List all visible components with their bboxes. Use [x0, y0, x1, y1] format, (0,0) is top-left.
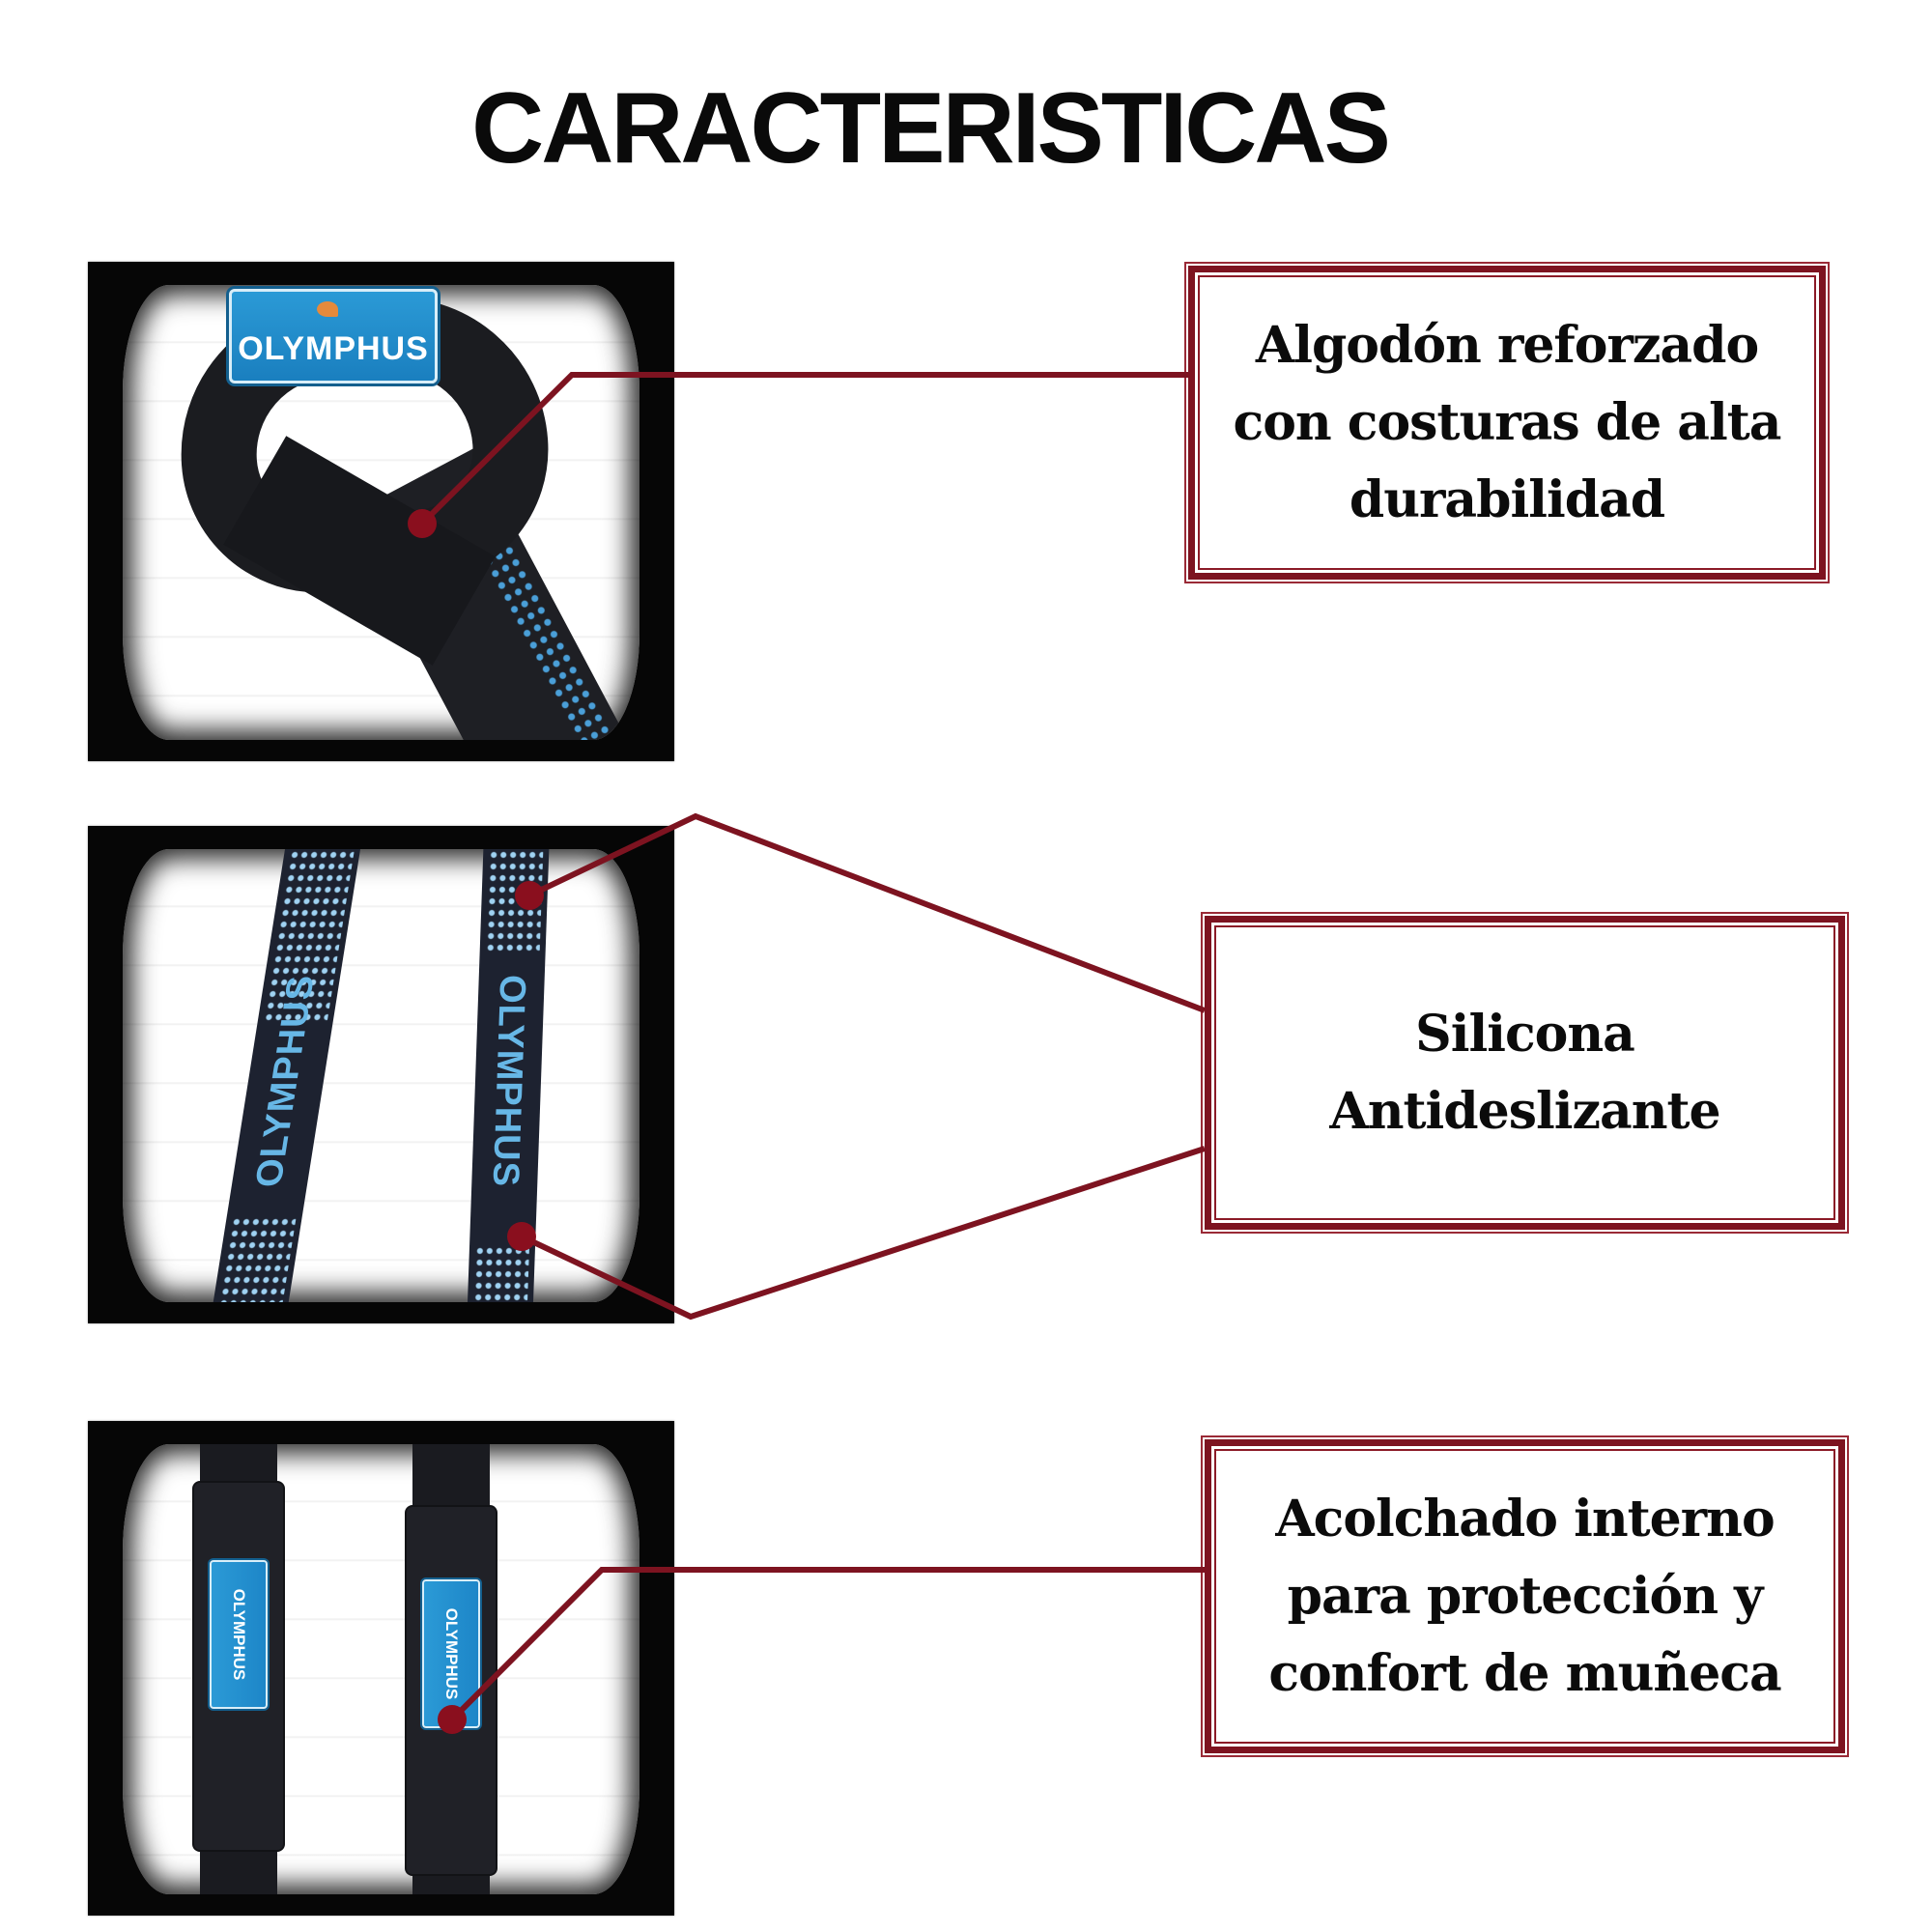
feature-line: Algodón reforzado: [1255, 315, 1759, 375]
brand-label: OLYMPHUS: [248, 975, 323, 1187]
silicone-dots-bottom: [213, 1216, 297, 1302]
photo-frame-padded-wraps: OLYMPHUS OLYMPHUS: [88, 1421, 674, 1916]
photo-cotton-strap: OLYMPHUS: [123, 285, 639, 740]
strap-left: OLYMPHUS: [208, 849, 364, 1302]
feature-line: Antideslizante: [1329, 1081, 1720, 1141]
brand-label: OLYMPHUS: [442, 1607, 461, 1700]
feature-line: confort de muñeca: [1268, 1643, 1781, 1703]
wrap-right: OLYMPHUS: [407, 1444, 496, 1894]
silicone-grip-dots: [474, 529, 614, 740]
brand-badge: OLYMPHUS: [229, 289, 438, 384]
photo-frame-cotton-strap: OLYMPHUS: [88, 262, 674, 761]
feature-line: Silicona: [1415, 1004, 1635, 1064]
wrap-left: OLYMPHUS: [194, 1444, 283, 1894]
feature-box-algodon: Algodón reforzado con costuras de alta d…: [1188, 266, 1826, 580]
photo-silicone-straps: OLYMPHUS OLYMPHUS: [123, 849, 639, 1302]
brand-label: OLYMPHUS: [238, 329, 429, 367]
strap-right: OLYMPHUS: [466, 849, 551, 1302]
feature-box-silicona: Silicona Antideslizante: [1205, 916, 1845, 1230]
feature-text: Silicona Antideslizante: [1329, 996, 1720, 1151]
brand-label: OLYMPHUS: [484, 975, 533, 1187]
feature-line: Acolchado interno: [1275, 1489, 1775, 1548]
feature-box-acolchado: Acolchado interno para protección y conf…: [1205, 1439, 1845, 1753]
brand-badge: OLYMPHUS: [422, 1579, 480, 1728]
photo-frame-silicone-straps: OLYMPHUS OLYMPHUS: [88, 826, 674, 1323]
page-title: CARACTERISTICAS: [471, 72, 1391, 185]
brand-wing-icon: [317, 301, 338, 317]
photo-padded-wraps: OLYMPHUS OLYMPHUS: [123, 1444, 639, 1894]
brand-badge: OLYMPHUS: [210, 1560, 268, 1709]
feature-text: Acolchado interno para protección y conf…: [1268, 1481, 1781, 1713]
silicone-dots-top: [485, 849, 544, 955]
feature-line: con costuras de alta: [1233, 392, 1782, 452]
brand-label: OLYMPHUS: [230, 1588, 248, 1681]
feature-line: durabilidad: [1349, 469, 1665, 529]
feature-text: Algodón reforzado con costuras de alta d…: [1233, 307, 1782, 539]
feature-line: para protección y: [1287, 1566, 1764, 1626]
silicone-dots-bottom: [471, 1245, 530, 1302]
